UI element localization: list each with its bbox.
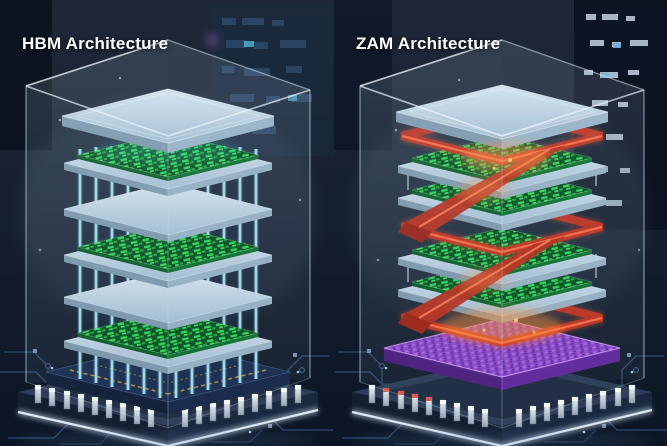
zam-glass-enclosure bbox=[359, 39, 645, 429]
hbm-package bbox=[18, 358, 318, 446]
hbm-panel-art bbox=[0, 0, 334, 446]
hbm-title: HBM Architecture bbox=[22, 34, 169, 53]
zam-package bbox=[352, 358, 652, 446]
zam-panel-art bbox=[333, 0, 667, 446]
zam-title: ZAM Architecture bbox=[356, 34, 501, 53]
hbm-glass-enclosure bbox=[25, 39, 311, 429]
